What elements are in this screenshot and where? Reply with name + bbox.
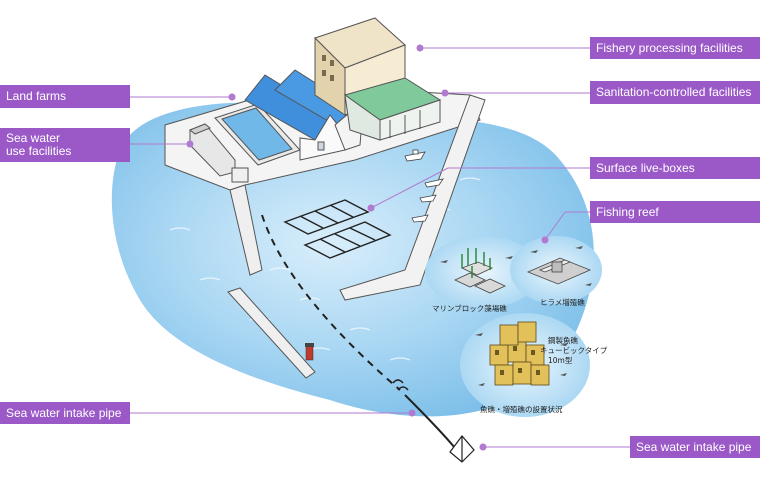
fish-icon (475, 333, 568, 386)
label-fishing-reef: Fishing reef (590, 201, 760, 223)
boat-icon (424, 178, 444, 188)
caption-installation: 魚礁・増殖礁の設置状況 (480, 404, 563, 414)
label-intake-pipe-left: Sea water intake pipe (0, 402, 130, 424)
boat-icon (419, 194, 437, 203)
caption-steel-1: 鋼製魚礁 (548, 335, 578, 345)
steel-cubic-reef (460, 313, 590, 417)
sanitation-building (343, 77, 442, 141)
fish-icon (530, 246, 592, 286)
caption-steel-2: キュービックタイプ (540, 346, 608, 355)
land-farm-tank (214, 103, 301, 166)
label-sea-water-use-line2: use facilities (6, 144, 72, 158)
caption-marine-block: マリンブロック藻場礁 (432, 303, 507, 313)
boats (404, 149, 444, 223)
surface-live-boxes (283, 199, 392, 259)
label-sea-water-use-line1: Sea water (6, 131, 61, 145)
land-farm-buildings (244, 69, 363, 161)
label-surface-live-boxes: Surface live-boxes (590, 157, 760, 179)
pipe-break-marks (392, 379, 409, 391)
label-land-farms: Land farms (0, 85, 130, 108)
flounder-reef (510, 236, 602, 304)
boat-icon (404, 149, 426, 162)
intake-pipe-solid (404, 394, 456, 449)
label-sea-water-use: Sea water use facilities (0, 128, 130, 162)
lighthouse-icon (305, 343, 314, 361)
intake-head-icon (449, 435, 475, 463)
leader-lines (130, 44, 630, 451)
boat-icon (411, 214, 429, 223)
fishery-processing-building (314, 17, 406, 116)
label-sanitation: Sanitation-controlled facilities (590, 81, 760, 104)
label-fishery-processing: Fishery processing facilities (590, 37, 760, 59)
caption-steel-3: 10m型 (548, 356, 573, 365)
label-intake-pipe-right: Sea water intake pipe (630, 436, 760, 458)
caption-flounder: ヒラメ増殖礁 (540, 297, 585, 307)
marine-block-reef (425, 236, 541, 308)
